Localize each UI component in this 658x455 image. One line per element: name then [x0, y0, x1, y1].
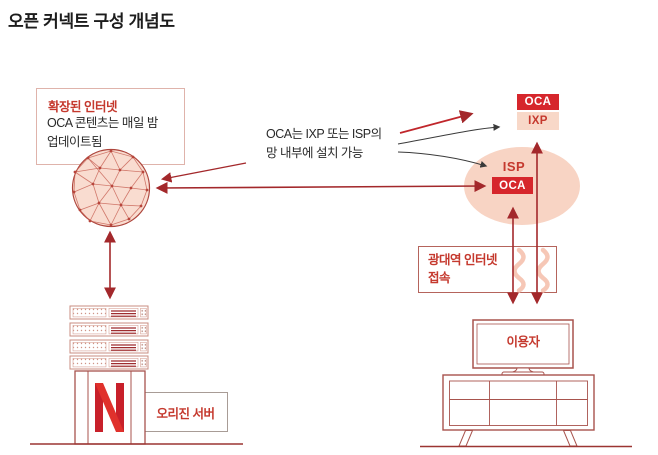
user-label: 이용자 — [506, 335, 540, 349]
tv-stand-icon — [442, 374, 595, 447]
oca-placement-note: OCA는 IXP 또는 ISP의 망 내부에 설치 가능 — [266, 125, 382, 163]
broadband-label-line1: 광대역 인터넷 — [428, 253, 497, 267]
wave-marks-icon — [512, 247, 550, 293]
page-title: 오픈 커넥트 구성 개념도 — [8, 12, 175, 31]
oca-placement-note-line2: 망 내부에 설치 가능 — [266, 146, 363, 160]
oca-badge-inside-isp: OCA — [492, 177, 533, 194]
ixp-badge: IXP — [517, 112, 559, 130]
note-to-oca-arrow — [399, 110, 474, 134]
broadband-label: 광대역 인터넷 접속 — [428, 251, 497, 287]
network-sphere-icon — [71, 148, 151, 228]
note-to-ixp-arrow — [397, 123, 501, 145]
netflix-n-icon — [95, 383, 124, 432]
server-rack-icon — [69, 305, 149, 445]
note-to-sphere-arrow — [160, 162, 247, 183]
oca-badge-top: OCA — [517, 94, 559, 110]
extended-internet-heading: 확장된 인터넷 — [48, 100, 117, 114]
broadband-label-line2: 접속 — [428, 271, 451, 285]
tv-icon — [472, 319, 574, 377]
oca-update-note-line1: OCA 콘텐츠는 매일 밤 — [47, 116, 158, 130]
oca-placement-note-line1: OCA는 IXP 또는 ISP의 — [266, 127, 382, 141]
origin-server-label: 오리진 서버 — [156, 406, 215, 421]
note-to-isp-arrow — [397, 151, 488, 168]
isp-label: ISP — [502, 159, 526, 174]
origin-server-label-box: 오리진 서버 — [143, 392, 228, 432]
broadband-box — [418, 246, 557, 293]
sphere-to-isp-arrow — [155, 180, 487, 194]
oca-update-note-line2: 업데이트됨 — [47, 135, 103, 149]
oca-update-note: OCA 콘텐츠는 매일 밤 업데이트됨 — [47, 114, 158, 152]
